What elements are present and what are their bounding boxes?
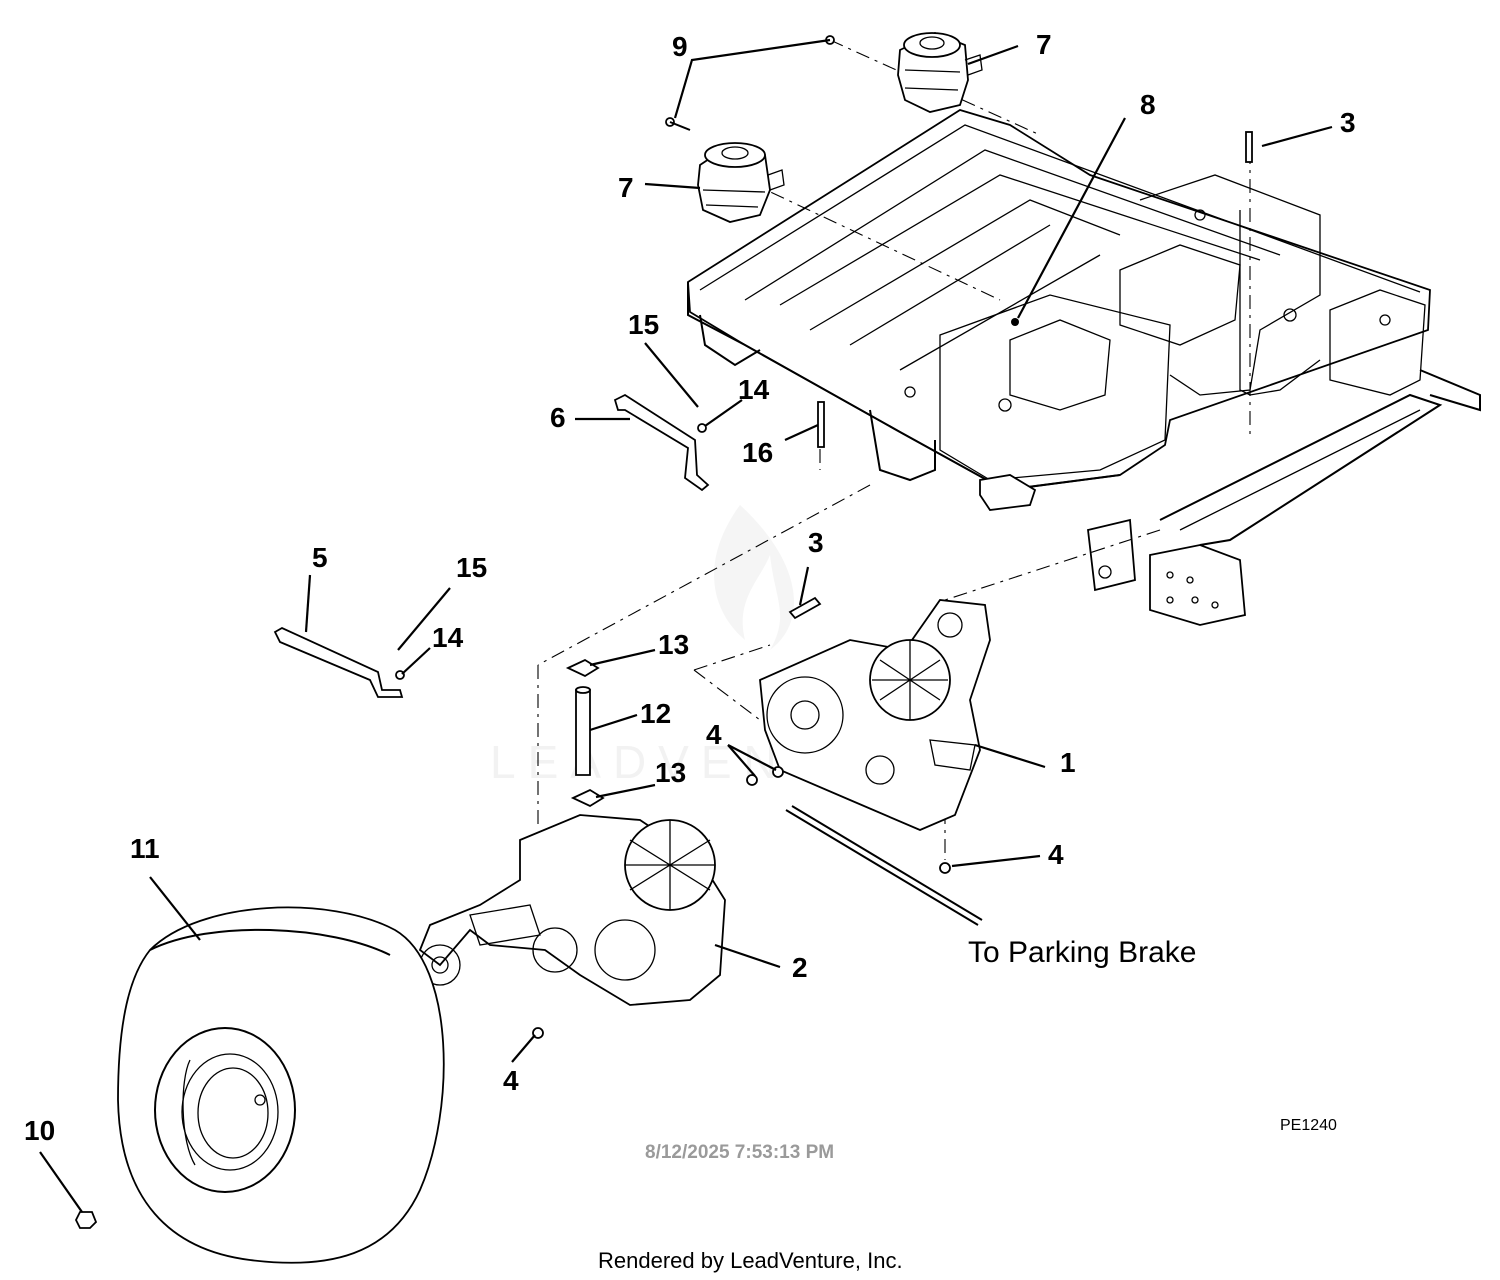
parking-brake-note: To Parking Brake bbox=[968, 936, 1196, 969]
tube-12 bbox=[575, 686, 591, 776]
callout-16: 16 bbox=[742, 437, 773, 468]
callout-7-left: 7 bbox=[618, 172, 634, 203]
control-rod-6 bbox=[613, 393, 710, 492]
callout-12: 12 bbox=[640, 698, 671, 729]
callout-2: 2 bbox=[792, 952, 808, 983]
callout-1: 1 bbox=[1060, 747, 1076, 778]
transaxle-right bbox=[746, 599, 991, 874]
render-timestamp: 8/12/2025 7:53:13 PM bbox=[645, 1142, 834, 1163]
callout-9: 9 bbox=[672, 31, 688, 62]
callout-11: 11 bbox=[130, 833, 160, 864]
render-credit: Rendered by LeadVenture, Inc. bbox=[598, 1248, 903, 1273]
callout-6: 6 bbox=[550, 402, 566, 433]
tire-wheel bbox=[117, 906, 445, 1264]
main-frame bbox=[687, 109, 1481, 626]
callout-7-top: 7 bbox=[1036, 29, 1052, 60]
callout-3-top: 3 bbox=[1340, 107, 1356, 138]
alignment-lines bbox=[537, 39, 1251, 860]
callout-14-lower: 14 bbox=[432, 622, 464, 653]
callout-15-upper: 15 bbox=[628, 309, 659, 340]
callout-8: 8 bbox=[1140, 89, 1156, 120]
frame-hole-item-8 bbox=[1011, 318, 1019, 326]
callout-4-middle: 4 bbox=[706, 719, 722, 750]
bolt-top-right bbox=[1245, 131, 1253, 163]
lug-nut-10 bbox=[74, 1211, 98, 1229]
callout-10: 10 bbox=[24, 1115, 55, 1146]
pins-item-9 bbox=[665, 35, 835, 131]
callout-labels: 1 2 3 3 4 4 4 5 6 7 7 8 9 10 11 12 13 13… bbox=[24, 29, 1356, 1146]
callout-4-right: 4 bbox=[1048, 839, 1064, 870]
callout-3-middle: 3 bbox=[808, 527, 824, 558]
pump-control-top-right bbox=[897, 32, 983, 113]
callout-4-bottom: 4 bbox=[503, 1065, 519, 1096]
callout-13-lower: 13 bbox=[655, 757, 686, 788]
callout-5: 5 bbox=[312, 542, 328, 573]
control-rod-5 bbox=[273, 626, 404, 698]
callout-13-upper: 13 bbox=[658, 629, 689, 660]
small-hardware bbox=[395, 401, 825, 680]
callout-14-upper: 14 bbox=[738, 374, 770, 405]
transaxle-left bbox=[418, 814, 726, 1039]
bolt-middle bbox=[788, 596, 822, 620]
parking-brake-rod bbox=[785, 805, 983, 926]
callout-15-lower: 15 bbox=[456, 552, 487, 583]
clip-upper bbox=[565, 658, 600, 678]
leader-lines bbox=[39, 38, 1333, 1213]
drawing-code: PE1240 bbox=[1280, 1117, 1337, 1134]
pump-control-left bbox=[697, 142, 785, 223]
clip-lower bbox=[570, 788, 605, 808]
